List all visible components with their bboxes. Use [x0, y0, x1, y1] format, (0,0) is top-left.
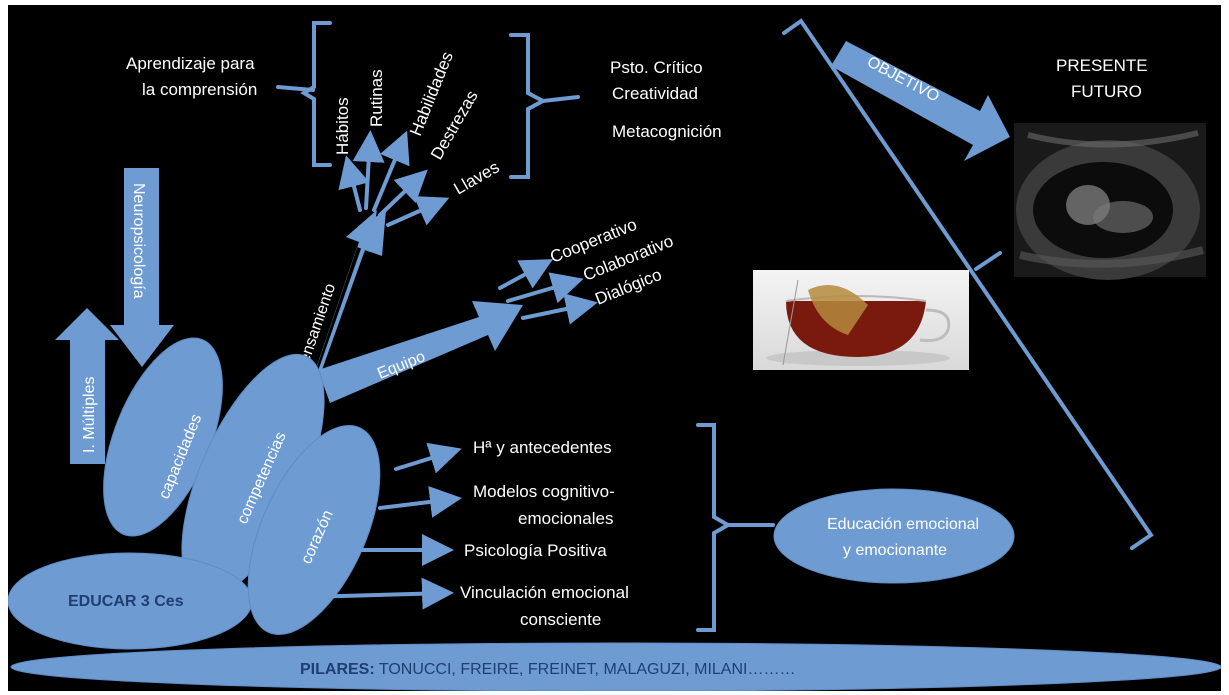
tea-cup-photo — [753, 270, 969, 370]
aprendizaje-line2: la comprensión — [142, 80, 257, 99]
right-brace-top — [509, 33, 580, 179]
psicologia-positiva-label: Psicología Positiva — [464, 541, 607, 560]
llaves-label: Llaves — [451, 157, 503, 198]
educar-label: EDUCAR 3 Ces — [68, 593, 184, 610]
educacion-line2: y emocionante — [843, 542, 947, 559]
educacion-emocional-ellipse: Educación emocional y emocionante — [773, 488, 1015, 584]
modelos-line2: emocionales — [518, 509, 613, 528]
corazon-branch-arrows — [303, 442, 462, 610]
modelos-line1: Modelos cognitivo- — [473, 482, 615, 501]
neuropsicologia-label: Neuropsicología — [130, 183, 147, 299]
equipo-branch-arrows — [498, 259, 598, 325]
left-brace-top — [300, 21, 332, 167]
multiples-label: I. Múltiples — [81, 377, 98, 453]
timeline-bracket — [782, 18, 1154, 550]
futuro-label: FUTURO — [1071, 82, 1142, 101]
capacidades-ellipse: capacidades — [103, 337, 223, 537]
pilares-text: PILARES: TONUCCI, FREIRE, FREINET, MALAG… — [300, 661, 795, 678]
habitos-label: Hábitos — [333, 97, 352, 155]
rutinas-label: Rutinas — [367, 69, 386, 127]
educar-ellipse: EDUCAR 3 Ces — [7, 552, 253, 650]
neuropsicologia-arrow: Neuropsicología — [110, 168, 174, 367]
corazon-ellipse: corazón — [247, 425, 381, 635]
right-brace-bottom — [696, 423, 775, 632]
metacognicion-label: Metacognición — [612, 122, 722, 141]
psto-critico-label: Psto. Crítico — [610, 58, 703, 77]
multiples-arrow: I. Múltiples — [55, 308, 119, 464]
vinculacion-line1: Vinculación emocional — [460, 583, 629, 602]
presente-label: PRESENTE — [1056, 56, 1148, 75]
pilares-ellipse: PILARES: TONUCCI, FREIRE, FREINET, MALAG… — [10, 642, 1222, 692]
aprendizaje-line1: Aprendizaje para — [126, 54, 255, 73]
creatividad-label: Creatividad — [612, 84, 698, 103]
diagram-canvas: PILARES: TONUCCI, FREIRE, FREINET, MALAG… — [7, 5, 1222, 692]
equipo-arrow: Equipo — [318, 301, 523, 403]
ultrasound-photo — [1014, 123, 1206, 280]
pensamiento-branch-arrows — [338, 130, 450, 227]
vinculacion-line2: consciente — [520, 610, 601, 629]
ha-antecedentes-label: Hª y antecedentes — [473, 438, 612, 457]
educacion-line1: Educación emocional — [827, 516, 979, 533]
